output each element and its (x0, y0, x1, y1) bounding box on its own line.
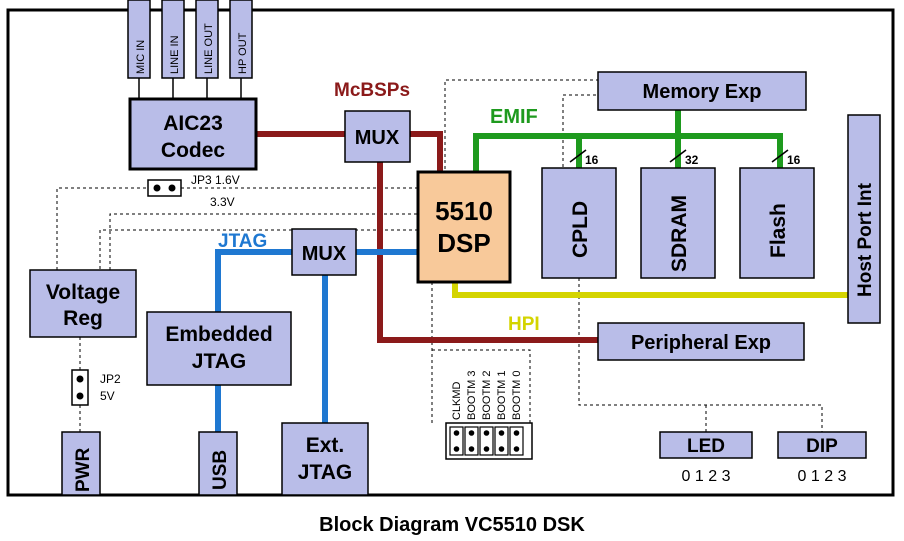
dsp-5510-block (416, 170, 512, 284)
bootm2-label: BOOTM 2 (481, 370, 493, 420)
mic-in-label: MIC IN (135, 40, 147, 74)
peripheral-exp-label: Peripheral Exp (631, 332, 771, 354)
sdram-label: SDRAM (668, 195, 691, 272)
codec-line1: AIC23 (163, 112, 223, 135)
control-lines (56, 79, 823, 432)
boot-switch-block (445, 422, 533, 460)
boot-switch-labels: CLKMD BOOTM 3 BOOTM 2 BOOTM 1 BOOTM 0 (451, 370, 523, 420)
jp2-voltage: 5V (100, 389, 115, 403)
jp3-label: JP3 1.6V (191, 173, 240, 187)
led-numbers: 0 1 2 3 (682, 468, 731, 485)
voltage-line2: Reg (63, 307, 103, 330)
embedded-line2: JTAG (192, 350, 246, 373)
hpi-label: HPI (508, 314, 540, 335)
voltage-line1: Voltage (46, 281, 120, 304)
jp2-label: JP2 (100, 372, 121, 386)
diagram-caption: Block Diagram VC5510 DSK (319, 514, 585, 536)
dip-block (777, 431, 867, 459)
peripheral-exp-block (597, 322, 805, 361)
hpi-bus (452, 282, 848, 298)
line-in-label: LINE IN (169, 35, 181, 74)
mcbsp-bus (256, 131, 598, 343)
memory-exp-label: Memory Exp (643, 81, 762, 103)
jtag-label: JTAG (218, 231, 267, 252)
jp3-jumper (147, 179, 182, 197)
dip-label: DIP (806, 436, 838, 457)
line-out-label: LINE OUT (203, 23, 215, 74)
clkmd-label: CLKMD (451, 381, 463, 420)
cpld-block (541, 167, 617, 279)
flash-block (739, 167, 815, 279)
host-port-label: Host Port Int (855, 182, 876, 297)
bootm3-label: BOOTM 3 (466, 370, 478, 420)
voltage-reg-block (29, 269, 137, 338)
memory-exp-block (597, 71, 807, 111)
pwr-block (61, 431, 101, 496)
ext-line2: JTAG (298, 461, 352, 484)
led-label: LED (687, 436, 725, 457)
flash-label: Flash (767, 203, 790, 258)
bootm1-label: BOOTM 1 (496, 370, 508, 420)
jtag-mux-block (291, 228, 357, 276)
mcbsp-mux-label: MUX (355, 127, 400, 149)
audio-ports: MIC IN LINE IN LINE OUT HP OUT (127, 0, 253, 99)
usb-label: USB (210, 450, 231, 490)
aic23-codec-block (128, 97, 258, 171)
emif-label: EMIF (490, 106, 538, 128)
mcbsps-label: McBSPs (334, 80, 410, 101)
emif-bus (473, 110, 783, 172)
embedded-jtag-block (146, 311, 292, 386)
cpld-bus-width: 16 (585, 153, 599, 167)
sdram-bus-width: 32 (685, 153, 699, 167)
codec-line2: Codec (161, 139, 226, 162)
embedded-line1: Embedded (165, 323, 272, 346)
pwr-label: PWR (73, 447, 94, 492)
ext-line1: Ext. (306, 434, 345, 457)
ext-jtag-block (281, 422, 369, 496)
jtag-bus (215, 249, 418, 432)
led-block (659, 431, 753, 459)
usb-block (198, 431, 238, 496)
hp-out-label: HP OUT (237, 32, 249, 74)
sdram-block (640, 167, 716, 279)
dip-numbers: 0 1 2 3 (798, 468, 847, 485)
flash-bus-width: 16 (787, 153, 801, 167)
host-port-block (847, 114, 881, 324)
bootm0-label: BOOTM 0 (511, 370, 523, 420)
jtag-mux-label: MUX (302, 243, 347, 265)
dsp-line2: DSP (437, 228, 490, 258)
bus-width-ticks (569, 149, 789, 163)
jp3-voltage: 3.3V (210, 195, 235, 209)
jp2-jumper (71, 369, 89, 406)
dsp-line1: 5510 (435, 196, 493, 226)
mcbsp-mux-block (344, 110, 411, 163)
cpld-label: CPLD (569, 201, 592, 258)
